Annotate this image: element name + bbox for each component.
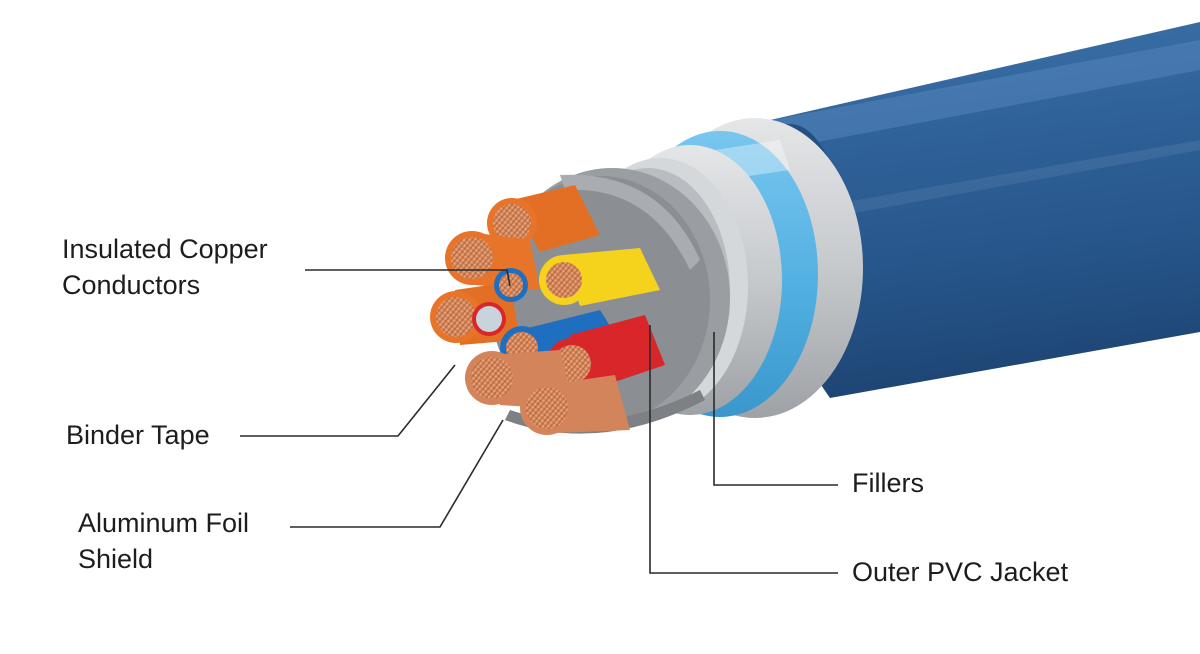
conductor-copper-bottom — [520, 375, 630, 435]
leader-fillers — [713, 332, 838, 486]
label-outer-pvc-jacket: Outer PVC Jacket — [852, 557, 1069, 587]
leader-outer-jacket — [649, 325, 838, 574]
label-foil-line-2: Shield — [78, 544, 154, 574]
label-insulated-copper-conductors: Insulated Copper Conductors — [62, 231, 268, 303]
label-insulated-line-2: Conductors — [62, 270, 201, 300]
leader-insulated-conductors — [305, 269, 511, 287]
leader-aluminum-foil-shield — [290, 419, 504, 528]
label-fillers: Fillers — [852, 468, 924, 498]
conductor-small-copper — [494, 268, 528, 302]
label-insulated-line-1: Insulated Copper — [62, 234, 268, 264]
label-foil-line-1: Aluminum Foil — [78, 508, 250, 538]
conductor-yellow — [539, 248, 660, 306]
leader-binder-tape — [240, 364, 456, 437]
conductor-drain — [472, 302, 506, 336]
label-aluminum-foil-shield: Aluminum Foil Shield — [78, 505, 249, 577]
leader-lines — [240, 269, 838, 574]
conductor-orange-top — [487, 185, 600, 252]
label-binder-tape: Binder Tape — [66, 420, 210, 450]
